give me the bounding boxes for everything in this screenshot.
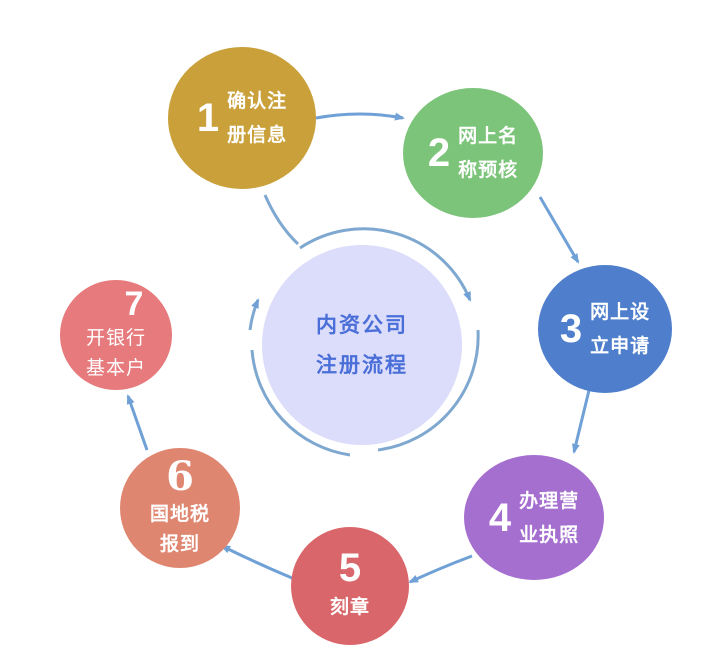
step-6-label-line2: 报到 (159, 533, 200, 555)
ring-arc-right (377, 329, 480, 452)
ring-tail-1 (263, 194, 300, 246)
step-2-node: 2 网上名 称预核 (403, 88, 543, 218)
step-7-label-line2: 基本户 (85, 357, 146, 379)
step-1-number: 1 (196, 96, 220, 140)
step-5-label-line1: 刻章 (329, 596, 370, 618)
step-2-label-line2: 称预核 (458, 159, 519, 181)
arrow-4-5 (408, 554, 473, 584)
step-4-node: 4 办理营 业执照 (464, 455, 604, 580)
center-title-line2: 注册流程 (316, 353, 408, 377)
step-2-number: 2 (427, 131, 451, 175)
step-7-node: 7 开银行 基本户 (60, 280, 172, 390)
step-6-number: 6 (166, 453, 194, 500)
arrow-1-2 (315, 112, 405, 121)
ring-arc-left (248, 298, 260, 331)
step-7-label-line1: 开银行 (85, 327, 146, 349)
ring-arc-top (299, 227, 472, 302)
arrow-5-6 (220, 544, 293, 580)
step-4-label-line1: 办理营 (519, 489, 580, 512)
step-3-label-line2: 立申请 (590, 335, 651, 357)
step-1-label-line1: 确认注 (227, 90, 288, 112)
step-6-node: 6 国地税 报到 (120, 448, 240, 568)
step-5-number: 5 (338, 546, 362, 590)
step-7-number: 7 (124, 285, 144, 323)
step-1-node: 1 确认注 册信息 (168, 47, 316, 189)
step-1-label-line2: 册信息 (227, 124, 288, 146)
step-3-node: 3 网上设 立申请 (538, 265, 672, 393)
ring-arc-bottom (250, 349, 351, 457)
arrow-2-3 (538, 196, 580, 264)
step-4-number: 4 (488, 495, 512, 540)
step-3-label-line1: 网上设 (590, 301, 651, 323)
arrow-6-7 (126, 394, 149, 451)
step-3-number: 3 (559, 307, 583, 351)
step-5-node: 5 刻章 (291, 527, 409, 645)
step-4-label-line2: 业执照 (519, 523, 580, 546)
step-6-label-line1: 国地税 (149, 503, 210, 525)
step-2-label-line1: 网上名 (458, 125, 519, 147)
center-title-circle: 内资公司 注册流程 (262, 245, 462, 445)
center-title-line1: 内资公司 (316, 313, 408, 337)
